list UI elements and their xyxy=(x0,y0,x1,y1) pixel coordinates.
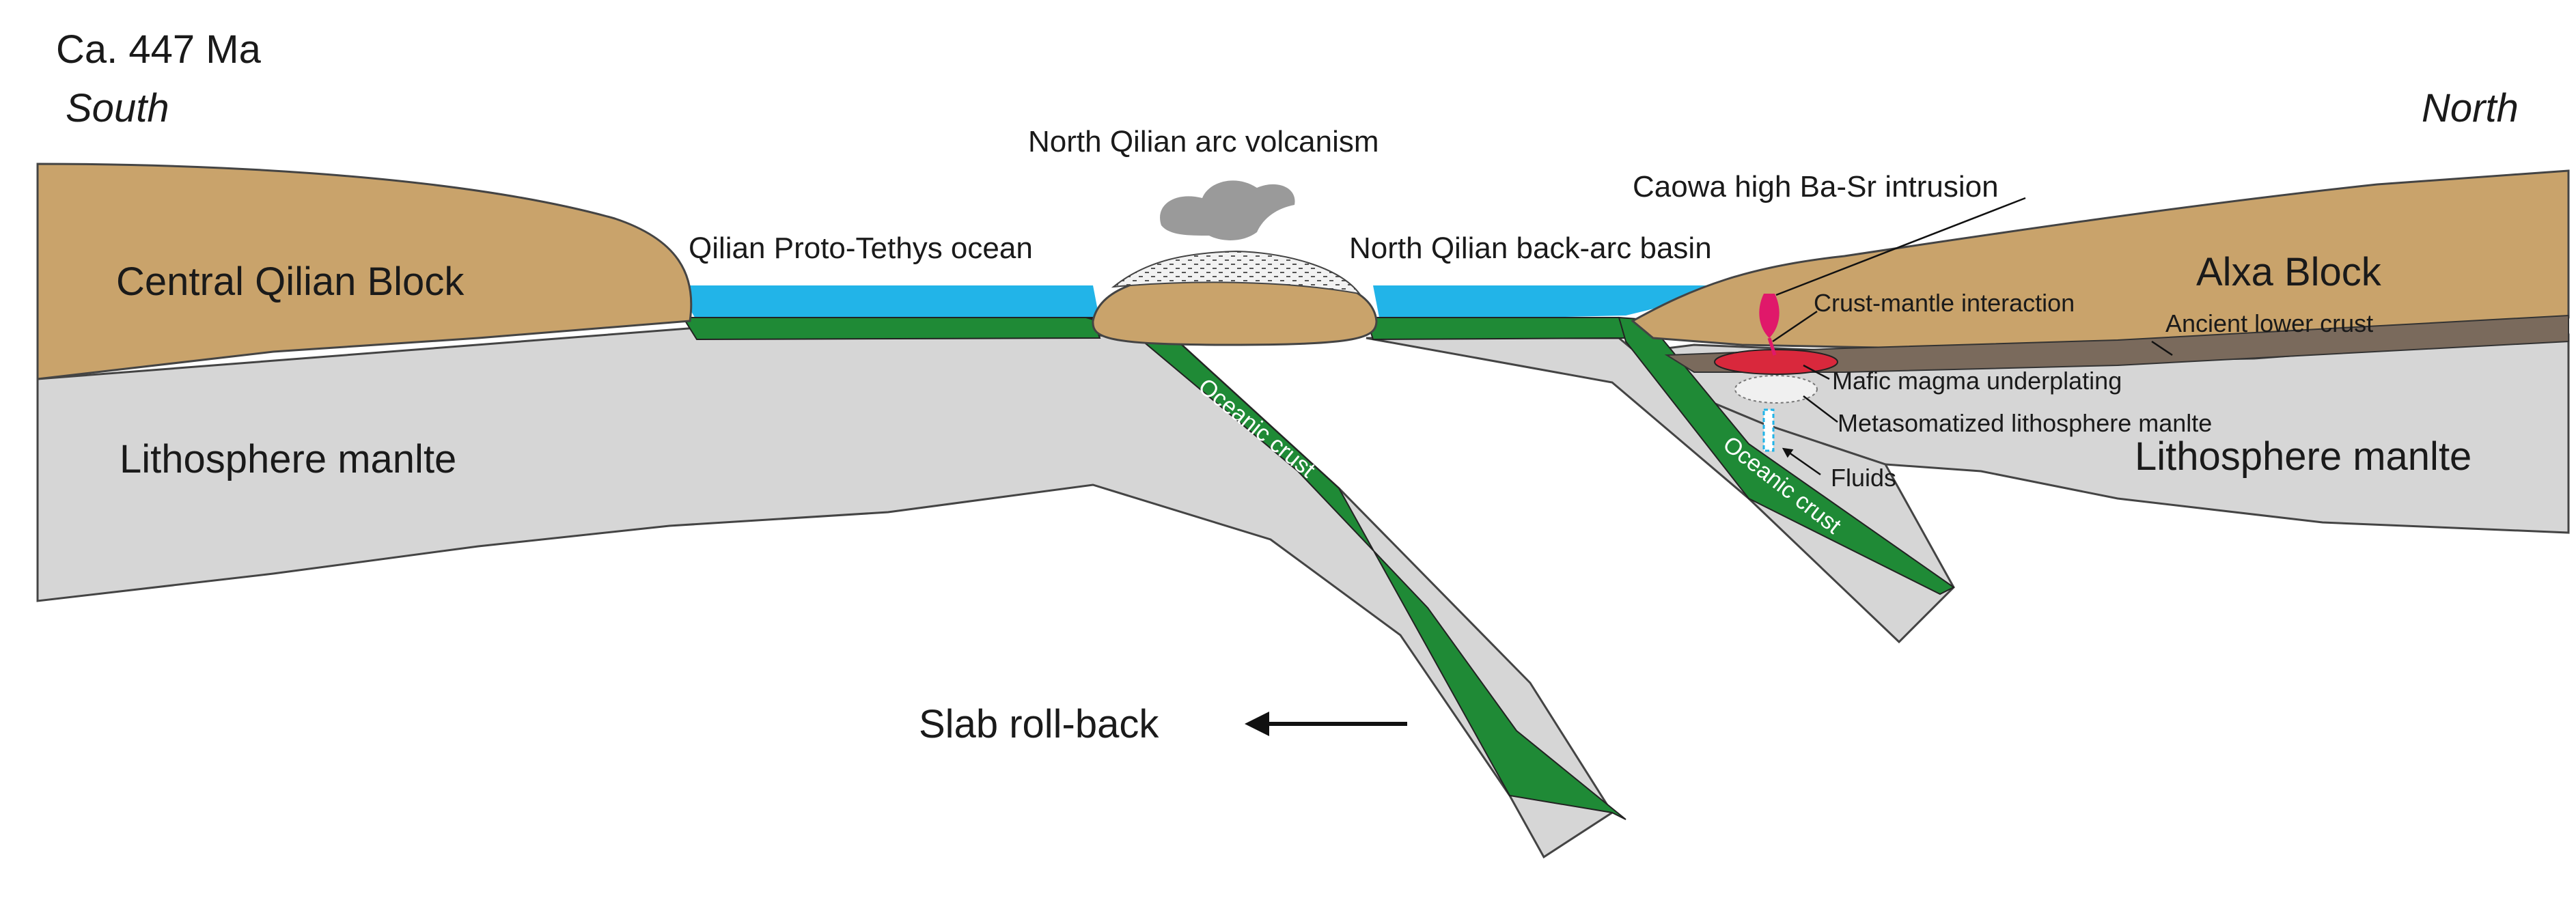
central-qilian-label: Central Qilian Block xyxy=(116,259,465,304)
leader-caowa xyxy=(1775,197,2026,296)
left-mantle-label: Lithosphere manlte xyxy=(120,437,456,481)
mafic-underplating-label: Mafic magma underplating xyxy=(1832,367,2122,395)
proto-tethys-ocean xyxy=(676,285,1100,321)
metasomatized-zone xyxy=(1734,375,1818,404)
metasomatized-label: Metasomatized lithosphere manlte xyxy=(1838,409,2212,437)
mafic-underplating xyxy=(1714,349,1838,375)
left-lithosphere-mantle xyxy=(36,326,1614,859)
leader-metasomatized xyxy=(1803,395,1838,423)
arc-volcanism-label: North Qilian arc volcanism xyxy=(1028,125,1379,158)
caowa-dike xyxy=(1767,337,1777,356)
back-arc-label: North Qilian back-arc basin xyxy=(1349,231,1712,265)
leader-fluids xyxy=(1782,447,1821,476)
oceanic-crust-left-flat xyxy=(682,317,1101,341)
time-label: Ca. 447 Ma xyxy=(56,27,262,72)
back-arc-ocean xyxy=(1373,285,1749,321)
central-qilian-block xyxy=(36,163,693,380)
right-mantle-label: Lithosphere manlte xyxy=(2135,434,2471,479)
leader-crust-mantle xyxy=(1772,310,1818,343)
slab-rollback-label: Slab roll-back xyxy=(919,702,1159,746)
fluids-label: Fluids xyxy=(1831,464,1896,492)
oceanic-crust-slab-2 xyxy=(1618,316,1955,595)
leader-ancient-lower-crust xyxy=(2151,340,2173,356)
arc-volcanic-cap xyxy=(1111,250,1361,295)
south-label: South xyxy=(66,86,169,130)
fluids-column xyxy=(1762,408,1775,452)
oceanic-crust-right-flat xyxy=(1365,317,1627,341)
alxa-label: Alxa Block xyxy=(2196,250,2382,294)
leader-mafic xyxy=(1803,364,1830,380)
oceanic-crust-slab-1 xyxy=(1085,317,1626,820)
volcanic-plume xyxy=(1160,180,1295,240)
ancient-lower-crust-label: Ancient lower crust xyxy=(2165,309,2373,337)
caowa-label: Caowa high Ba-Sr intrusion xyxy=(1633,170,1999,204)
alxa-block xyxy=(1631,169,2570,350)
crust-mantle-label: Crust-mantle interaction xyxy=(1814,289,2075,317)
north-label: North xyxy=(2422,86,2519,130)
caowa-intrusion xyxy=(1759,294,1779,338)
proto-tethys-label: Qilian Proto-Tethys ocean xyxy=(689,231,1033,265)
